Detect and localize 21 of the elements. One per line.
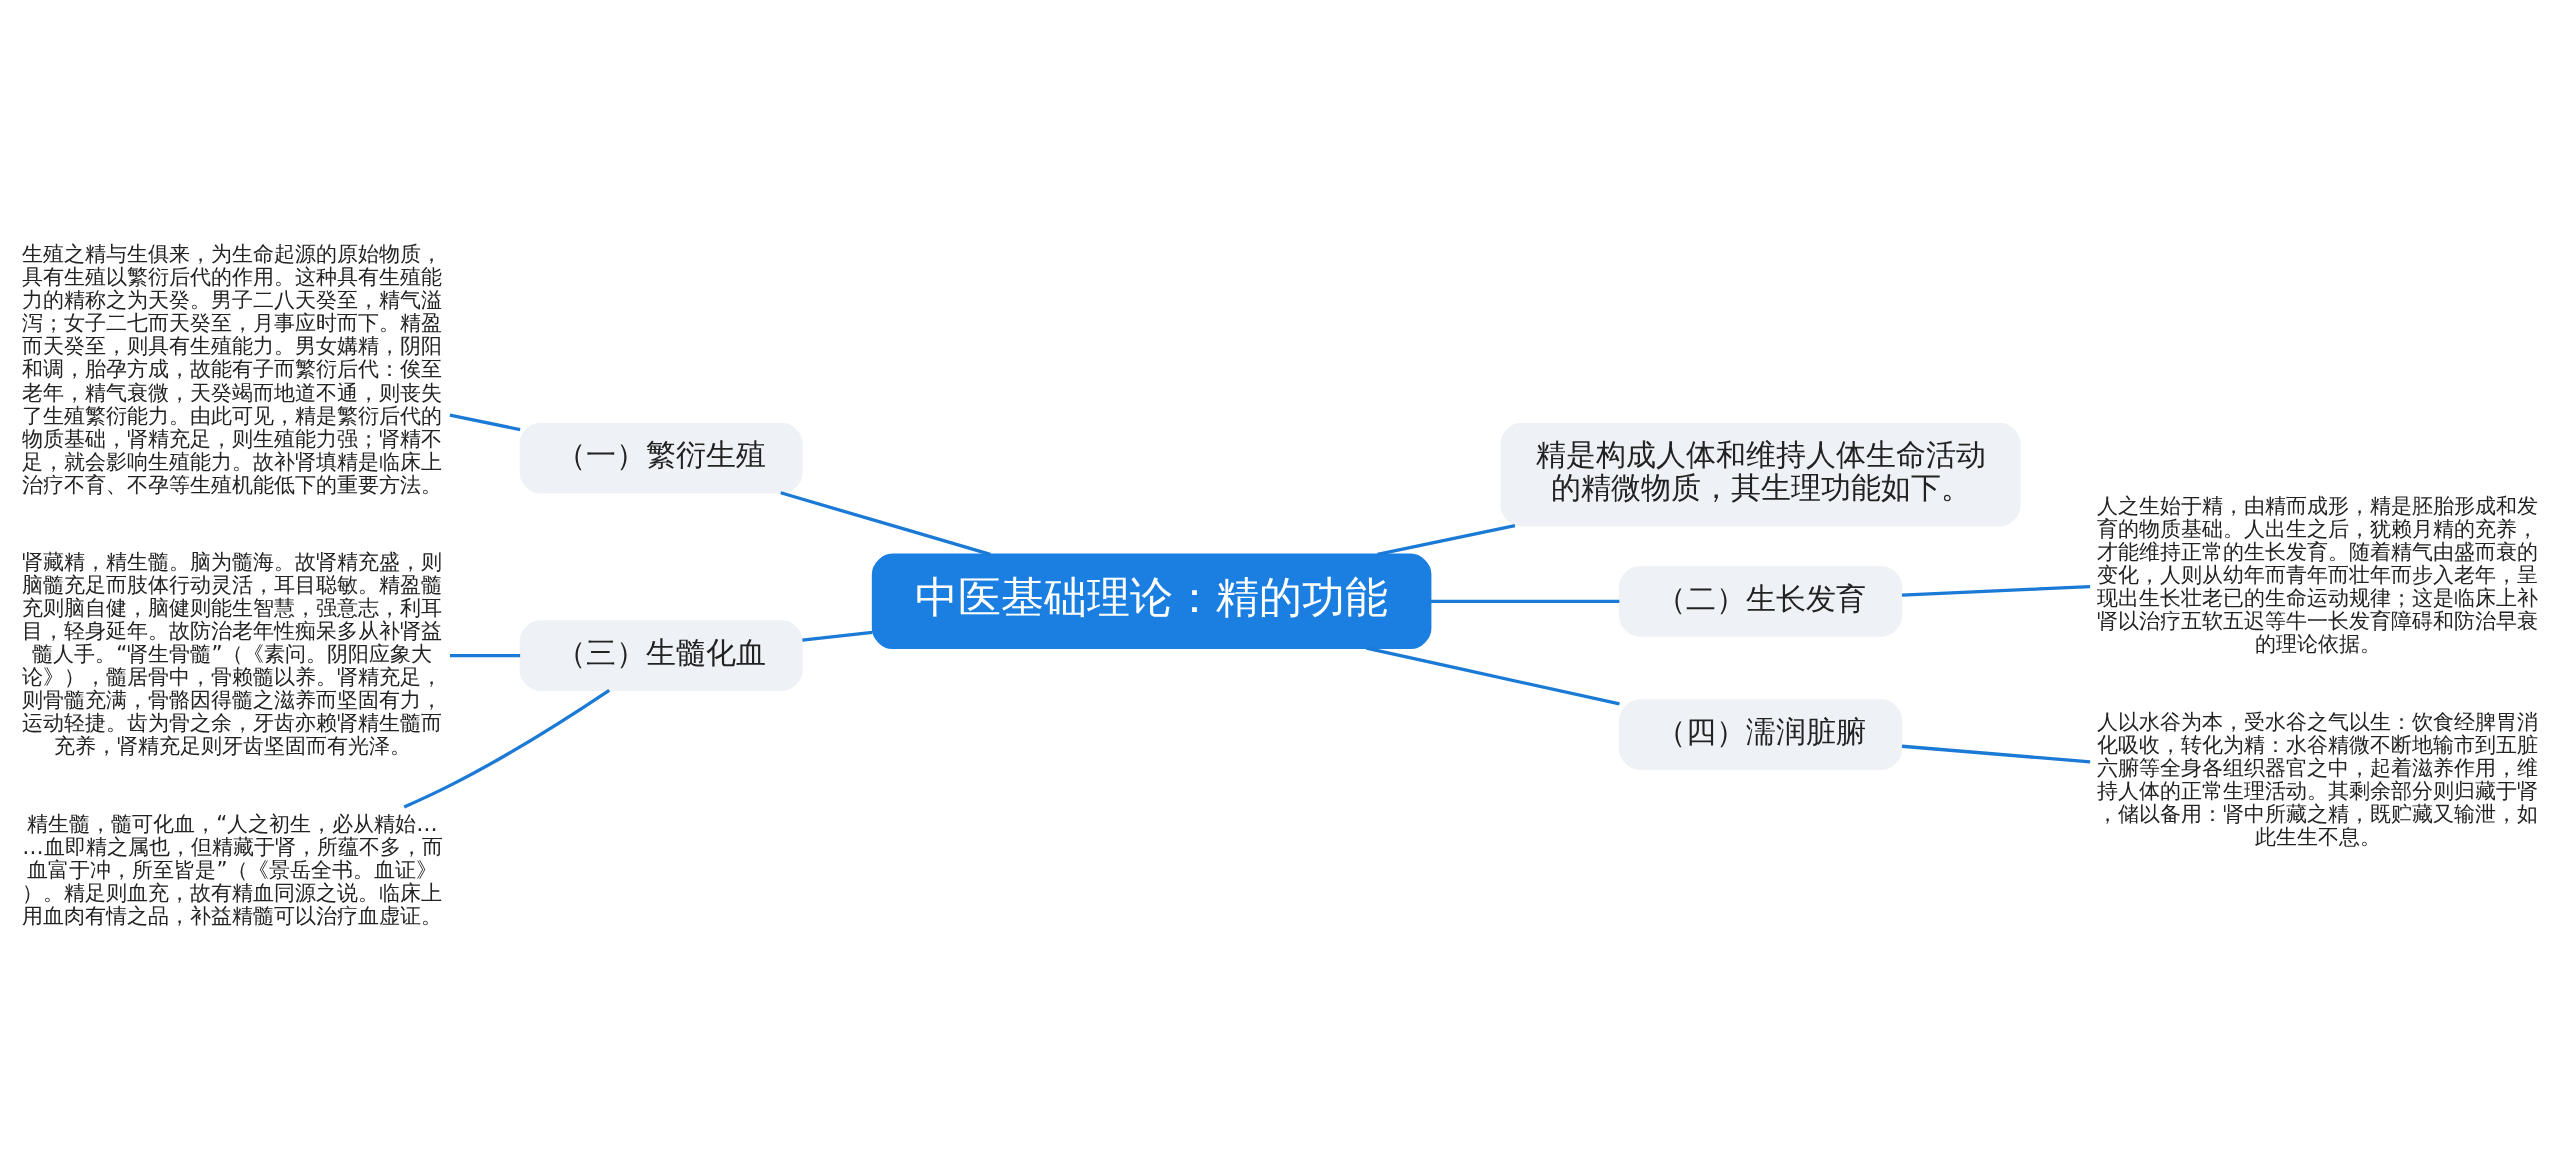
connector [449,413,521,431]
node-box: 精是构成人体和维持人体生命活动的精微物质，其生理功能如下。 [1500,422,2021,526]
node-text: 人之生始于精，由精而成形，精是胚胎形成和发育的物质基础。人出生之后，犹赖月精的充养，才能维持正常的生长发育。随着精气由盛而衰的变化，人则从幼年而青年而壮年而步入老年，呈现出生长壮老已的生命运动规律；这是临床上补肾以治疗五软五迟等牛一长发育障碍和防治早衰的理论依据。 [2097,492,2539,656]
node-box: 中医基础理论：精的功能 [871,553,1432,649]
node-box: （三）生髓化血 [519,619,803,691]
node-text: 肾藏精，精生髓。脑为髓海。故肾精充盛，则脑髓充足而肢体行动灵活，耳目聪敏。精盈髓充则脑自健，脑健则能生智慧，强意志，利耳目，轻身延年。故防治老年性痴呆多从补肾益髓人手。“肾生骨髓”（《素问。阴阳应象大论》），髓居骨中，骨赖髓以养。肾精充足，则骨髓充满，骨骼因得髓之滋养而坚固有力，运动轻捷。齿为骨之余，牙齿亦赖肾精生髓而充养，肾精充足则牙齿坚固而有光泽。 [22,548,443,758]
connector [1366,646,1620,706]
node-box: （一）繁衍生殖 [519,422,803,493]
node-box: （二）生长发育 [1619,565,1903,637]
connector [780,490,991,556]
node-text: 精生髓，髓可化血，“人之初生，必从精始……血即精之属也，但精藏于肾，所蕴不多，而血富于冲，所至皆是”（《景岳全书。血证》）。精足则血充，故有精血同源之说。临床上用血肉有情之品，补益精髓可以治疗血虚证。 [22,810,443,928]
connector [1430,599,1620,603]
connector [1901,744,2091,764]
connector [449,653,521,657]
connector [403,688,611,808]
node-box: （四）濡润脏腑 [1619,698,1903,770]
node-text: 生殖之精与生俱来，为生命起源的原始物质，具有生殖以繁衍后代的作用。这种具有生殖能力的精称之为天癸。男子二八天癸至，精气溢泻；女子二七而天癸至，月事应时而下。精盈而天癸至，则具有生殖能力。男女媾精，阴阳和调，胎孕方成，故能有子而繁衍后代：俟至老年，精气衰微，天癸竭而地道不通，则丧失了生殖繁衍能力。由此可见，精是繁衍后代的物质基础，肾精充足，则生殖能力强；肾精不足，就会影响生殖能力。故补肾填精是临床上治疗不育、不孕等生殖机能低下的重要方法。 [22,240,443,497]
connector [1901,584,2091,597]
connector [802,630,873,642]
connector [1377,523,1516,556]
node-text: 人以水谷为本，受水谷之气以生：饮食经脾胃消化吸收，转化为精：水谷精微不断地输市到五脏六腑等全身各组织器官之中，起着滋养作用，维持人体的正常生理活动。其剩余部分则归藏于肾，储以备用：肾中所藏之精，既贮藏又输泄，如此生生不息。 [2097,708,2539,849]
